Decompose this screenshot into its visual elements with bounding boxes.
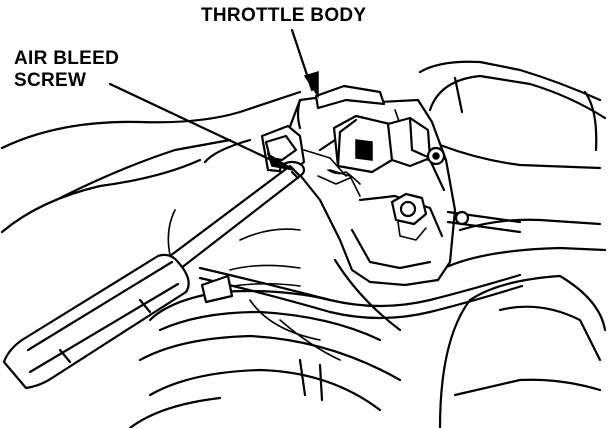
label-air-bleed-screw-line1: AIR BLEED bbox=[14, 48, 120, 69]
screwdriver bbox=[2, 164, 302, 390]
leader-throttle-body bbox=[290, 28, 319, 99]
leader-air-bleed-screw bbox=[108, 82, 295, 171]
label-air-bleed-screw: AIR BLEED SCREW bbox=[14, 48, 119, 92]
label-throttle-body: THROTTLE BODY bbox=[201, 5, 367, 26]
throttle-cable bbox=[198, 266, 524, 320]
engine-bay-background bbox=[0, 60, 607, 428]
linkage-rod bbox=[446, 210, 522, 234]
throttle-body-housing bbox=[286, 84, 457, 287]
label-air-bleed-screw-line2: SCREW bbox=[14, 70, 87, 91]
hex-nut bbox=[390, 192, 428, 241]
